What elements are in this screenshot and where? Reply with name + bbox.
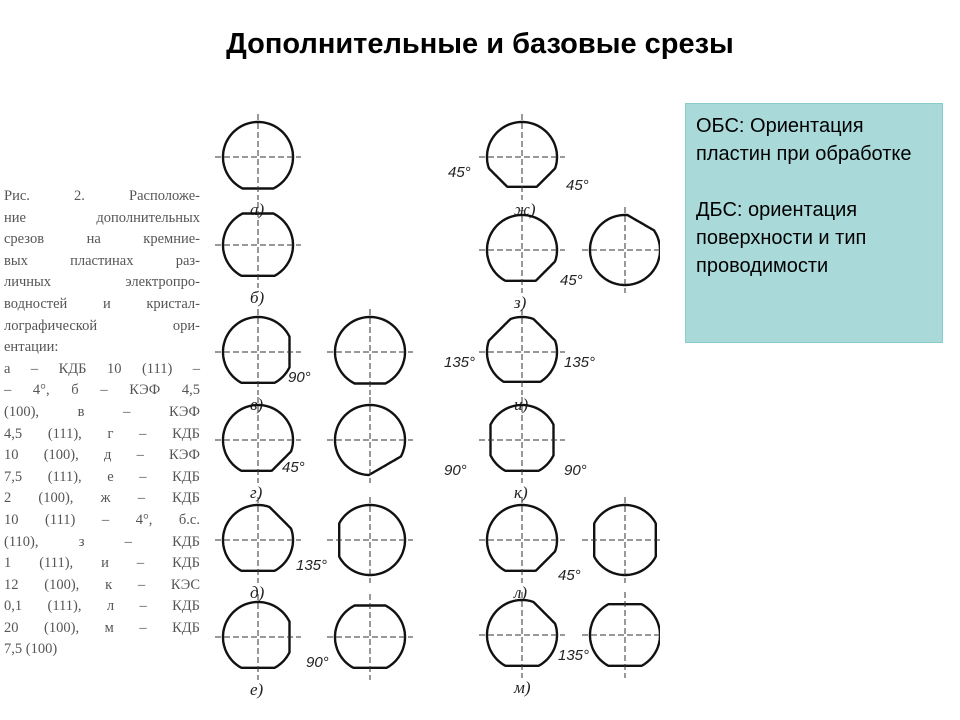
figure-label: л) [513, 583, 527, 602]
caption-line: ентации: [4, 339, 59, 356]
wafer-outline [588, 603, 660, 667]
wafer-outline [333, 403, 407, 477]
wafer-flats-figure: а)б)в)г)д)е)ж)з)и)к)л)м)45°45°45°90°45°1… [215, 114, 660, 699]
figure-label: м) [513, 678, 531, 697]
caption-line: (110), з – КДБ [4, 533, 200, 550]
angle-label: 90° [444, 462, 467, 479]
wafer-outline [333, 604, 407, 669]
wafer-outline [221, 212, 295, 278]
angle-label: 135° [444, 354, 475, 371]
note-obs: ОБС: Ориентация пластин при обработке [696, 115, 912, 165]
caption-line: – 4°, б – КЭФ 4,5 [4, 382, 200, 399]
caption-line: 1 (111), и – КДБ [4, 555, 200, 572]
angle-label: 90° [564, 462, 587, 479]
figure-label: к) [514, 483, 528, 502]
caption-line: личных электропро- [4, 274, 200, 291]
figure-label: б) [250, 288, 265, 307]
wafer-outline [221, 403, 295, 472]
caption-line: 10 (100), д – КЭФ [4, 447, 200, 464]
wafer-outline [485, 503, 559, 572]
caption-line: 2 (100), ж – КДБ [4, 490, 200, 507]
wafer-outline [588, 213, 660, 287]
caption-line: а – КДБ 10 (111) – [4, 360, 200, 377]
angle-label: 135° [558, 647, 589, 664]
wafer-outline [221, 503, 295, 572]
wafer-outline [221, 120, 295, 190]
caption-line: (100), в – КЭФ [4, 403, 200, 420]
wafer-outline [485, 598, 559, 667]
angle-label: 45° [558, 567, 581, 584]
wafer-outline [485, 120, 559, 189]
note-dbs: ДБС: ориентация поверхности и тип провод… [696, 199, 867, 277]
caption-line: 20 (100), м – КДБ [4, 619, 200, 636]
slide-title: Дополнительные и базовые срезы [226, 28, 734, 60]
angle-label: 45° [448, 164, 471, 181]
note-box: ОБС: Ориентация пластин при обработке ДБ… [685, 103, 943, 343]
caption-line: 10 (111) – 4°, б.с. [4, 511, 200, 528]
angle-label: 45° [560, 272, 583, 289]
caption-line: 7,5 (100) [4, 641, 58, 658]
wafer-outline [221, 315, 291, 384]
caption-line: срезов на кремние- [4, 231, 200, 248]
caption-line: 12 (100), к – КЭС [4, 576, 200, 593]
angle-label: 135° [296, 557, 327, 574]
angle-label: 90° [288, 369, 311, 386]
caption-line: 0,1 (111), л – КДБ [4, 598, 200, 615]
figure-caption: Рис. 2. Расположе-ние дополнительных срез… [4, 186, 200, 661]
wafer-outline [485, 213, 559, 283]
wafer-outline [333, 315, 407, 385]
caption-line: лографической ори- [4, 317, 200, 334]
figure-label: з) [513, 293, 527, 312]
caption-line: ние дополнительных [4, 209, 200, 226]
angle-label: 135° [564, 354, 595, 371]
caption-line: 4,5 (111), г – КДБ [4, 425, 200, 442]
angle-label: 45° [566, 177, 589, 194]
figure-label: д) [250, 583, 265, 602]
caption-line: водностей и кристал- [4, 295, 200, 312]
angle-label: 45° [282, 459, 305, 476]
wafer-outline [221, 600, 291, 669]
caption-line: вых пластинах раз- [4, 252, 200, 269]
wafer-outline [485, 315, 559, 383]
figure-label: е) [250, 680, 264, 699]
angle-label: 90° [306, 654, 329, 671]
caption-line: 7,5 (111), е – КДБ [4, 468, 200, 485]
figure-label: а) [250, 200, 265, 219]
caption-line: Рис. 2. Расположе- [4, 188, 200, 204]
figure-label: г) [250, 483, 263, 502]
